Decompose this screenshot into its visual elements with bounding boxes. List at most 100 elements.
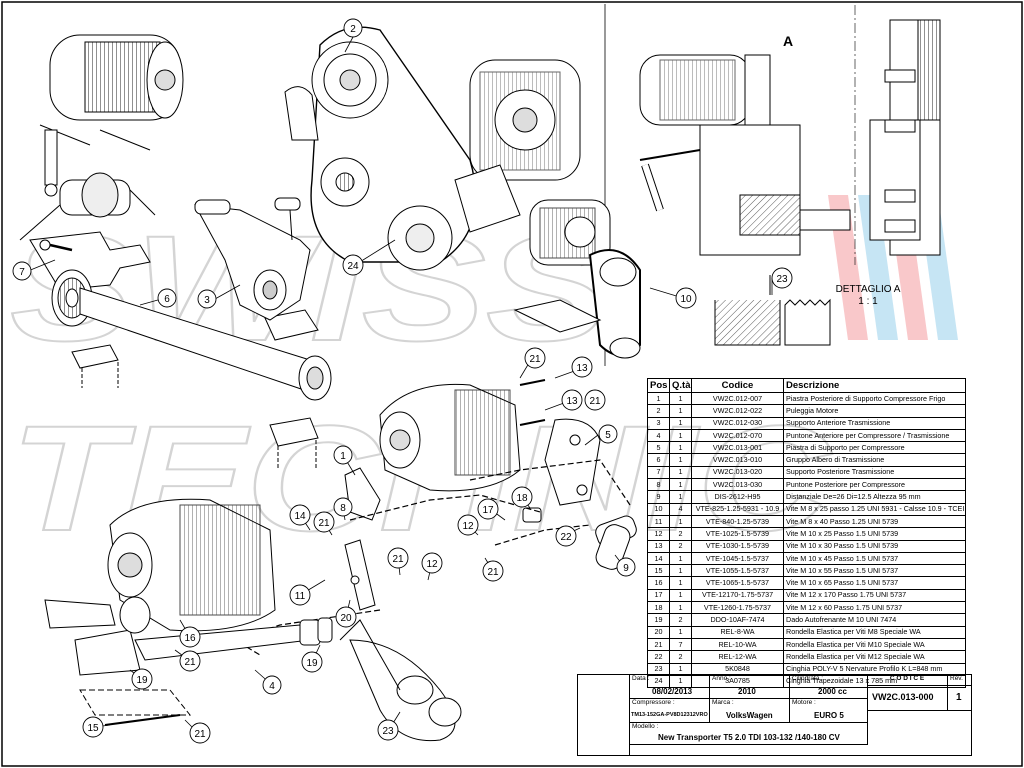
svg-text:15: 15	[87, 723, 99, 734]
callout-21-c[interactable]: 21	[313, 511, 335, 533]
parts-cell-desc: Vite M 12 x 170 Passo 1.75 UNI 5737	[783, 588, 966, 603]
parts-cell-pos: 15	[647, 564, 670, 578]
callout-1[interactable]: 1	[333, 445, 353, 465]
parts-cell-desc: Puntone Posteriore per Compressore	[783, 478, 966, 492]
callout-12-a[interactable]: 12	[457, 514, 479, 536]
svg-text:9: 9	[623, 563, 629, 574]
svg-text:23: 23	[382, 726, 394, 737]
callout-17[interactable]: 17	[477, 498, 499, 520]
callout-8[interactable]: 8	[333, 497, 353, 517]
engine-value: EURO 5	[814, 711, 844, 720]
parts-cell-code: VW2C.013-010	[691, 453, 784, 467]
parts-cell-pos: 21	[647, 637, 670, 652]
compressor-top-left	[19, 34, 184, 241]
parts-cell-desc: Vite M 8 x 25 passo 1.25 UNI 5931 - Cals…	[783, 502, 966, 516]
callout-23-bottom[interactable]: 23	[377, 719, 399, 741]
parts-cell-code: VTE-1030-1.5-5739	[691, 539, 784, 553]
title-block-blank	[578, 675, 630, 755]
parts-cell-qty: 1	[669, 478, 692, 492]
header-code: Codice	[691, 378, 784, 393]
parts-cell-code: REL-10-WA	[691, 637, 784, 652]
callout-3[interactable]: 3	[197, 289, 217, 309]
brand-value: VolksWagen	[726, 711, 773, 720]
callout-13-a[interactable]: 13	[571, 356, 593, 378]
callout-10[interactable]: 10	[675, 287, 697, 309]
front-support-bracket	[194, 197, 311, 321]
parts-cell-code: VTE-12170-1.75-5737	[691, 588, 784, 603]
parts-cell-desc: Gruppo Albero di Trasmissione	[783, 453, 966, 467]
svg-text:10: 10	[680, 294, 692, 305]
parts-cell-code: VW2C.012-007	[691, 391, 784, 406]
parts-cell-code: VW2C.012-070	[691, 428, 784, 443]
callout-21-d[interactable]: 21	[387, 547, 409, 569]
cell-codice-header: C O D I C E	[868, 675, 948, 686]
cell-compressore: Compressore : TM13-152GA-PV8D12312VRO	[630, 699, 710, 723]
callout-15[interactable]: 15	[82, 716, 104, 738]
poly-v-belt	[339, 619, 462, 742]
parts-cell-pos: 20	[647, 625, 670, 639]
parts-cell-pos: 4	[647, 428, 670, 443]
callout-14[interactable]: 14	[289, 504, 311, 526]
callout-19-b[interactable]: 19	[131, 668, 153, 690]
compressor-middle	[344, 379, 637, 547]
svg-text:11: 11	[295, 591, 306, 602]
callout-11[interactable]: 11	[289, 584, 311, 606]
callout-21-e[interactable]: 21	[482, 560, 504, 582]
callout-bubbles: 2 7 6 3 24 10 23 13 21 13 21 5 1 8 18 17…	[12, 18, 793, 744]
parts-cell-code: VW2C.013-001	[691, 441, 784, 455]
callout-12-b[interactable]: 12	[421, 552, 443, 574]
parts-cell-desc: Rondella Elastica per Viti M10 Speciale …	[783, 637, 966, 652]
callout-19-a[interactable]: 19	[301, 651, 323, 673]
cell-codice: VW2C.013-000	[868, 686, 948, 711]
svg-text:7: 7	[19, 267, 25, 278]
parts-cell-qty: 1	[669, 564, 692, 578]
parts-cell-desc: Rondella Elastica per Viti M12 Speciale …	[783, 650, 966, 664]
svg-text:21: 21	[529, 354, 541, 365]
svg-text:13: 13	[576, 363, 588, 374]
revision-value: 1	[956, 692, 962, 703]
callout-5[interactable]: 5	[598, 424, 618, 444]
header-desc: Descrizione	[783, 378, 966, 393]
parts-cell-desc: Vite M 10 x 55 Passo 1.5 UNI 5737	[783, 564, 966, 578]
parts-cell-qty: 1	[669, 625, 692, 639]
callout-18[interactable]: 18	[511, 486, 533, 508]
callout-7[interactable]: 7	[12, 261, 32, 281]
callout-13-b[interactable]: 13	[561, 389, 583, 411]
callout-23-detail[interactable]: 23	[771, 267, 793, 289]
callout-21-g[interactable]: 21	[189, 722, 211, 744]
cell-anno: Anno : 2010	[710, 675, 790, 699]
callout-4[interactable]: 4	[262, 675, 282, 695]
front-strut	[344, 539, 376, 611]
svg-text:5: 5	[605, 430, 611, 441]
parts-cell-pos: 24	[647, 674, 670, 689]
callout-16[interactable]: 16	[179, 626, 201, 648]
svg-text:17: 17	[482, 505, 494, 516]
parts-cell-qty: 1	[669, 490, 692, 504]
parts-cell-code: VTE-1260-1.75-5737	[691, 601, 784, 615]
callout-21-f[interactable]: 21	[179, 650, 201, 672]
callout-20[interactable]: 20	[335, 606, 357, 628]
callout-24[interactable]: 24	[342, 254, 364, 276]
parts-cell-code: VTE-1055-1.5-5737	[691, 564, 784, 578]
callout-9[interactable]: 9	[616, 557, 636, 577]
cell-rev-header: Rev.	[948, 675, 971, 686]
parts-cell-qty: 2	[669, 650, 692, 664]
callout-21-a[interactable]: 21	[524, 347, 546, 369]
parts-cell-qty: 1	[669, 465, 692, 480]
callout-6[interactable]: 6	[157, 288, 177, 308]
parts-cell-qty: 2	[669, 613, 692, 627]
parts-cell-pos: 14	[647, 551, 670, 566]
parts-cell-code: 3A0785	[691, 674, 784, 689]
detail-scale: 1 : 1	[858, 296, 878, 307]
parts-cell-code: VW2C.012-022	[691, 404, 784, 418]
callout-2[interactable]: 2	[343, 18, 363, 38]
callout-22[interactable]: 22	[555, 525, 577, 547]
callout-21-b[interactable]: 21	[584, 389, 606, 411]
parts-cell-pos: 7	[647, 465, 670, 480]
